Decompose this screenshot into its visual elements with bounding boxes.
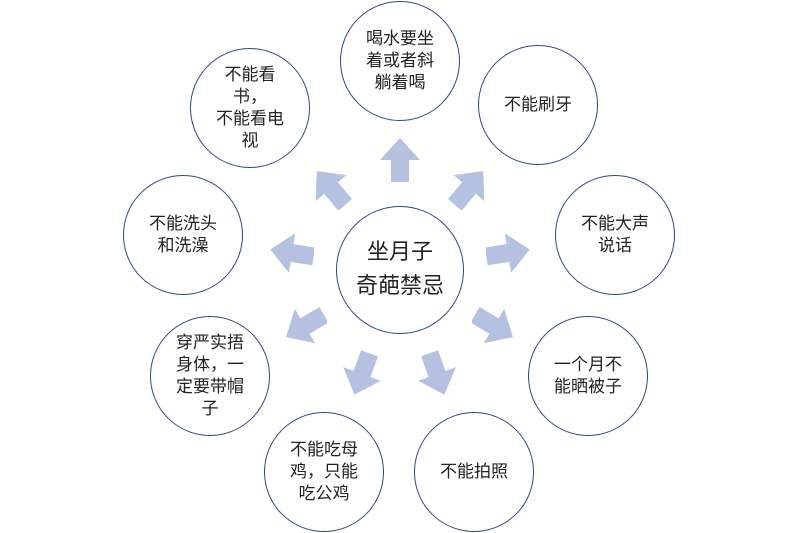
node-label-wear-hat: 穿严实捂 身体，一 定要带帽 子 [176,333,244,419]
node-no-brushing: 不能刷牙 [478,45,598,165]
node-no-reading-tv: 不能看书， 不能看电 视 [190,48,310,168]
node-no-photos: 不能拍照 [414,412,534,532]
node-label-no-brushing: 不能刷牙 [504,95,572,115]
node-no-sunning-quilt: 一个月不 能晒被子 [528,316,648,436]
node-rooster-only: 不能吃母 鸡，只能 吃公鸡 [264,412,384,532]
node-wear-hat: 穿严实捂 身体，一 定要带帽 子 [150,316,270,436]
node-label-no-washing: 不能洗头 和洗澡 [149,214,217,256]
arrow-icon-no-sunning-quilt [472,307,513,344]
arrow-icon-drink-water [380,138,420,182]
node-label-no-sunning-quilt: 一个月不 能晒被子 [554,355,622,397]
node-label-drink-water: 喝水要坐 着或者斜 躺着喝 [366,29,434,93]
center-topic-circle: 坐月子 奇葩禁忌 [336,206,464,334]
node-label-no-loud-talking: 不能大声 说话 [581,214,649,256]
center-topic-label: 坐月子 奇葩禁忌 [355,240,444,299]
node-no-washing: 不能洗头 和洗澡 [123,175,243,295]
arrow-icon-no-brushing [447,171,485,211]
arrow-icon-no-reading-tv [315,171,353,211]
node-drink-water: 喝水要坐 着或者斜 躺着喝 [340,1,460,121]
arrow-icon-wear-hat [286,307,327,344]
node-label-rooster-only: 不能吃母 鸡，只能 吃公鸡 [290,440,358,504]
arrow-icon-no-loud-talking [486,233,530,273]
node-label-no-reading-tv: 不能看书， 不能看电 视 [216,65,284,151]
arrow-icon-no-photos [418,350,456,395]
arrow-icon-rooster-only [343,350,381,395]
node-label-no-photos: 不能拍照 [440,462,508,482]
node-no-loud-talking: 不能大声 说话 [555,175,675,295]
arrow-icon-no-washing [270,233,314,273]
